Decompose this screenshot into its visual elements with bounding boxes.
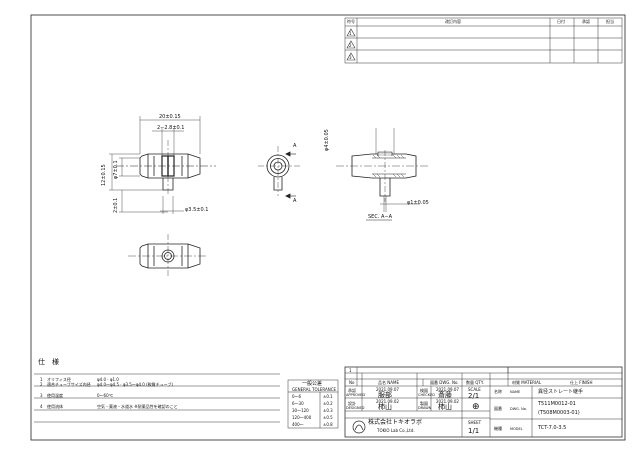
projection-symbol-icon: ⊕ — [472, 402, 480, 412]
tb-designed-name: 柿山 — [378, 403, 392, 411]
tolerance-subtitle: GENERAL TOLERANCE — [292, 387, 337, 392]
tolerance-range-4: 120〜400 — [292, 415, 312, 420]
spec-title: 仕 様 — [38, 358, 59, 366]
rev-header-drawn: 担当 — [606, 19, 614, 24]
revision-triangles — [346, 28, 356, 61]
tb-dwg-value-1: T511M0012-01 — [538, 401, 576, 407]
spec-item-1: オリフィス径 — [47, 377, 71, 382]
dim-section-inner: φ1±0.05 — [407, 200, 429, 206]
spec-value-2: φ4.0〜φ4.5 · φ3.5〜φ4.0 (軟質チューブ) — [97, 382, 173, 387]
tb-approved-date: 2021.09.07 — [376, 387, 399, 392]
spec-item-2: 適合チューブサイズ内径 — [47, 382, 91, 387]
tolerance-range-5: 400〜 — [292, 422, 304, 427]
company-logo — [352, 420, 366, 434]
tb-qty-header: 数量 QTY. — [466, 380, 484, 385]
rev-sym-2: 2 — [349, 43, 352, 48]
tb-designed-en: DESIGNED — [346, 406, 365, 410]
tb-checked-date: 2021.09.07 — [436, 387, 459, 392]
section-ref-top: A — [293, 143, 297, 149]
tb-model-value: TCT-7.0-3.5 — [538, 425, 567, 431]
dim-stem-dia: φ3.5±0.1 — [185, 207, 209, 213]
tb-dwg-en: DWG. No. — [510, 407, 527, 411]
section-label: SEC. A−A — [368, 214, 393, 220]
rev-header-content: 改訂内容 — [445, 19, 461, 24]
company-name-en: TOKIO Lab Co.,Ltd. — [377, 428, 415, 433]
tolerance-range-1: 0〜6 — [292, 394, 302, 399]
tb-no-header: No — [349, 380, 355, 385]
dim-height-inner: φ7±0.1 — [113, 160, 119, 179]
tb-sheet-label: SHEET — [468, 420, 482, 425]
tolerance-range-3: 30〜120 — [292, 408, 309, 413]
dim-overall-length: 20±0.15 — [159, 114, 181, 120]
side-view — [258, 146, 300, 199]
tolerance-title: 一般公差 — [302, 381, 323, 387]
section-view — [336, 128, 430, 221]
rev-header-date: 日付 — [557, 19, 565, 24]
spec-no-3: 3 — [40, 393, 43, 398]
rev-sym-3: 3 — [349, 55, 352, 60]
tb-approved-en: APPROVED — [346, 393, 366, 397]
bottom-view — [128, 234, 208, 278]
tb-name-header: 品名 NAME — [378, 380, 399, 385]
tb-dwg-label: 図番 — [494, 406, 502, 411]
tb-checked-en: CHECKED — [418, 393, 435, 397]
tb-drawn-name: 柿山 — [438, 403, 452, 411]
spec-value-4: 空気・薬液・水道水 ※耐薬品性を確認のこと — [97, 404, 178, 409]
spec-value-3: 0〜60℃ — [97, 393, 114, 398]
tolerance-value-1: ±0.1 — [323, 394, 333, 399]
tb-scale-label: SCALE — [468, 387, 481, 392]
rev-header-approved: 承認 — [582, 19, 590, 24]
tb-approved-label: 承認 — [348, 388, 356, 393]
rev-header-sym: 符号 — [347, 19, 355, 24]
spec-item-3: 使用温度 — [47, 393, 63, 398]
rev-sym-1: 1 — [349, 31, 352, 36]
tolerance-value-2: ±0.2 — [323, 401, 333, 406]
tb-dwg-value-2: (T508M0003-01) — [538, 410, 580, 416]
tb-name-en: NAME — [510, 390, 521, 394]
tb-dwg-header: 図番 DWG. No. — [430, 380, 459, 385]
tb-drawn-date: 2021.09.02 — [436, 399, 459, 404]
tb-sheet-value: 1/1 — [468, 427, 480, 435]
spec-table-lines — [34, 373, 280, 423]
front-view — [109, 116, 216, 214]
section-ref-bottom: A — [293, 198, 297, 204]
tb-finish-header: 仕上 FINISH — [570, 380, 593, 385]
tb-material-header: 材質 MATERIAL — [512, 380, 542, 385]
sheet-border — [30, 14, 626, 441]
tb-checked-label: 検図 — [420, 388, 428, 393]
dim-height-outer: 12±0.15 — [101, 164, 107, 186]
title-block-lines — [344, 366, 623, 438]
tb-drawn-label: 製図 — [420, 401, 428, 406]
tb-drawn-en: DRAWN — [418, 406, 432, 410]
tb-checked-name: 斎藤 — [438, 391, 452, 399]
tb-name-label: 名称 — [494, 389, 502, 394]
spec-no-4: 4 — [40, 404, 43, 409]
tolerance-value-5: ±0.8 — [323, 422, 333, 427]
revision-table-lines — [344, 17, 623, 64]
spec-value-1: φ4.0 · φ1.0 — [97, 377, 119, 382]
tb-scale-value: 2/1 — [468, 392, 480, 400]
tolerance-range-2: 6〜30 — [292, 401, 304, 406]
spec-item-4: 使用流体 — [47, 404, 63, 409]
dim-stem-offset: 2±0.1 — [113, 197, 119, 213]
tolerance-value-4: ±0.5 — [323, 415, 333, 420]
dim-center-span: 2−2.8±0.1 — [157, 125, 185, 131]
tb-designed-label: 設計 — [348, 401, 356, 406]
spec-no-2: 2 — [40, 382, 43, 387]
tb-model-en: MODEL — [510, 427, 523, 431]
tb-name-value: 異径ストレート継手 — [538, 389, 584, 395]
tb-no-value: 1 — [349, 368, 352, 373]
company-name-jp: 株式会社トキオラボ — [368, 419, 423, 426]
tolerance-value-3: ±0.3 — [323, 408, 333, 413]
dim-section-outer: φ4±0.05 — [324, 129, 330, 151]
spec-no-1: 1 — [40, 377, 43, 382]
tb-designed-date: 2021.09.02 — [376, 399, 399, 404]
tb-model-label: 機種 — [494, 426, 502, 431]
tb-approved-name: 服部 — [378, 391, 392, 399]
tolerance-box-lines — [287, 379, 339, 429]
